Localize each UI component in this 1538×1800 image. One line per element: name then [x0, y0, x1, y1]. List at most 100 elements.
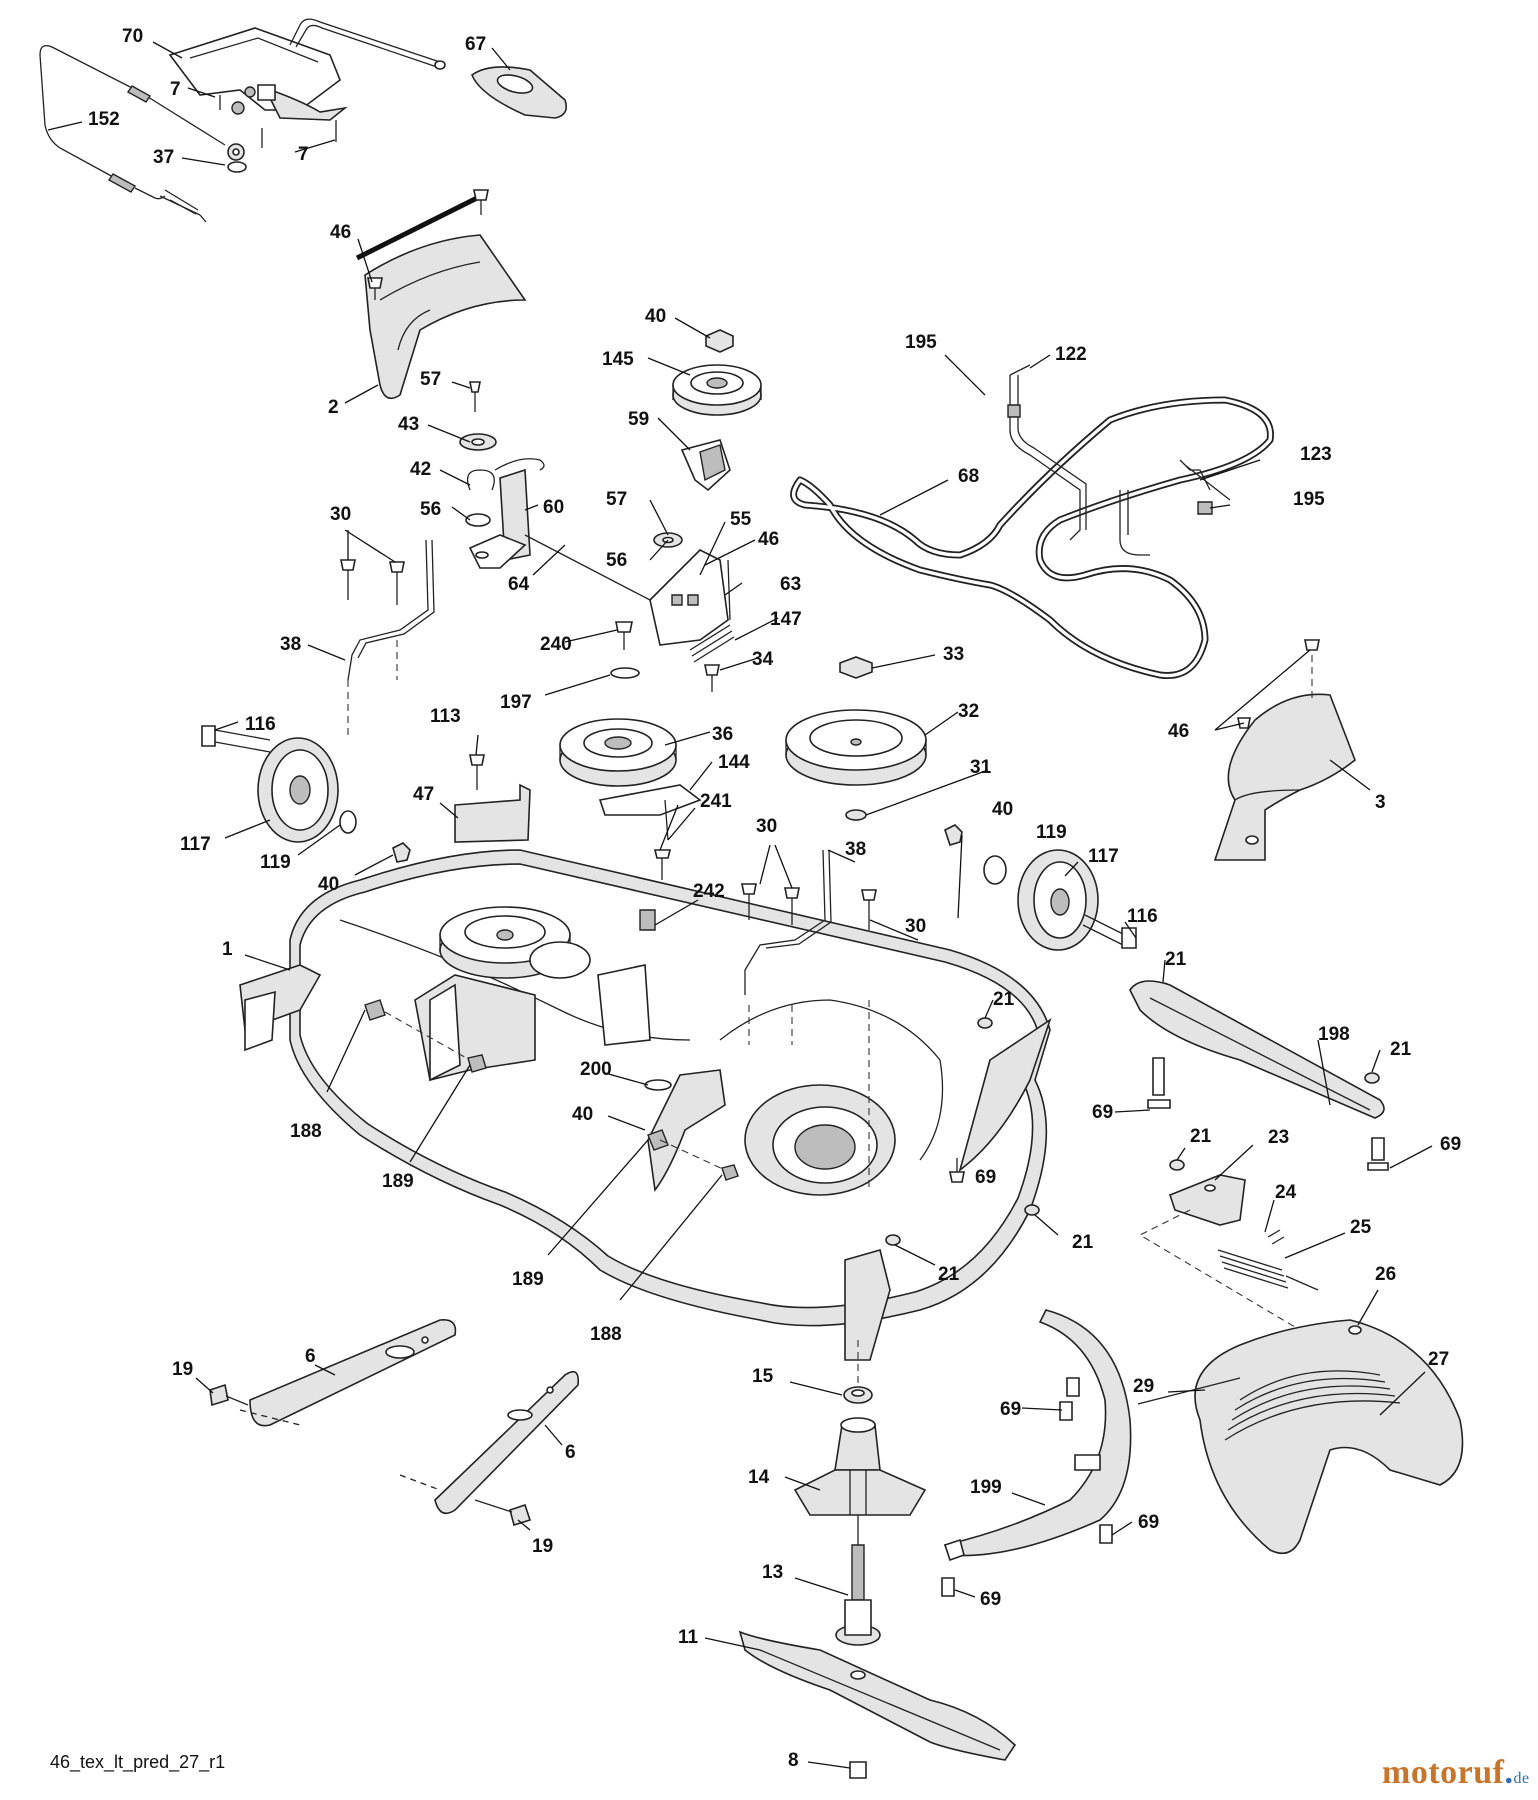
callout-37: 37	[153, 147, 174, 168]
callout-59: 59	[628, 409, 649, 430]
callout-43: 43	[398, 414, 419, 435]
callout-13: 13	[762, 1562, 783, 1583]
callout-64: 64	[508, 574, 530, 595]
callout-195: 195	[905, 332, 937, 353]
belt-keepers-122-123	[1007, 364, 1231, 556]
callout-7: 7	[170, 79, 181, 100]
callout-56b: 56	[606, 550, 627, 571]
callout-labels: 70 67 7 152 37 7 46 2 57 43 42 56 60 64 …	[88, 26, 1461, 1771]
callout-21c: 21	[1390, 1039, 1412, 1060]
callout-69: 69	[975, 1167, 996, 1188]
callout-55: 55	[730, 509, 752, 530]
discharge-hinge-23-25	[1138, 1174, 1319, 1331]
deck-mount-studs	[364, 999, 739, 1181]
callout-152: 152	[88, 109, 120, 130]
handle-grip-67	[471, 66, 568, 119]
callout-144: 144	[718, 752, 750, 773]
callout-40c: 40	[992, 799, 1013, 820]
callout-63: 63	[780, 574, 801, 595]
callout-33: 33	[943, 644, 964, 665]
callout-69c: 69	[1440, 1134, 1461, 1155]
callout-15: 15	[752, 1366, 774, 1387]
callout-198: 198	[1318, 1024, 1350, 1045]
callout-3: 3	[1375, 792, 1386, 813]
callout-68: 68	[958, 466, 979, 487]
callout-31: 31	[970, 757, 992, 778]
drive-belt-68	[790, 396, 1274, 680]
callout-2: 2	[328, 397, 339, 418]
idler-bracket-assembly	[459, 381, 701, 613]
lift-lever-assembly	[168, 18, 446, 121]
callout-21f: 21	[938, 1264, 960, 1285]
callout-46c: 46	[1168, 721, 1189, 742]
callout-70: 70	[122, 26, 143, 47]
callout-113: 113	[430, 706, 461, 727]
anchor-brackets-6	[209, 1318, 580, 1527]
callout-21d: 21	[1190, 1126, 1212, 1147]
callout-60: 60	[543, 497, 564, 518]
deck-bracket-47	[454, 754, 531, 843]
callout-8: 8	[788, 1750, 799, 1771]
callout-195b: 195	[1293, 489, 1325, 510]
callout-147: 147	[770, 609, 802, 630]
deck-center-pulley	[414, 906, 591, 1082]
watermark-brand: motoruf	[1382, 1754, 1505, 1791]
gauge-wheel-left	[201, 725, 411, 863]
belt-cover-right-3	[1213, 639, 1356, 861]
callout-69d: 69	[1000, 1399, 1021, 1420]
callout-69b: 69	[1092, 1102, 1113, 1123]
deck-center-hardware	[597, 909, 726, 1193]
gauge-wheel-right	[944, 824, 1137, 951]
callout-189: 189	[382, 1171, 414, 1192]
callout-42: 42	[410, 459, 431, 480]
callout-30c: 30	[905, 916, 926, 937]
callout-6: 6	[305, 1346, 316, 1367]
callout-123: 123	[1300, 444, 1332, 465]
lift-cable-152	[39, 44, 337, 223]
callout-19: 19	[172, 1359, 193, 1380]
spindle-assembly-13-14-15	[793, 1340, 927, 1646]
callout-1: 1	[222, 939, 233, 960]
callout-56: 56	[420, 499, 441, 520]
callout-40d: 40	[572, 1104, 593, 1125]
callout-57: 57	[420, 369, 441, 390]
callout-26: 26	[1375, 1264, 1396, 1285]
callout-240: 240	[540, 634, 572, 655]
callout-46: 46	[330, 222, 351, 243]
callout-21e: 21	[1072, 1232, 1094, 1253]
belt-guard-left-2	[355, 189, 527, 400]
callout-199: 199	[970, 1477, 1002, 1498]
callout-24: 24	[1275, 1182, 1297, 1203]
callout-117b: 117	[1088, 846, 1119, 867]
drawing-code: 46_tex_lt_pred_27_r1	[50, 1752, 226, 1772]
callout-67: 67	[465, 34, 486, 55]
callout-189b: 189	[512, 1269, 544, 1290]
callout-21: 21	[993, 989, 1015, 1010]
callout-197: 197	[500, 692, 532, 713]
callout-7b: 7	[298, 144, 309, 165]
deflector-199	[941, 1309, 1132, 1597]
leader-lines	[47, 41, 1433, 1769]
callout-14: 14	[748, 1467, 770, 1488]
callout-40: 40	[645, 306, 666, 327]
idler-pulley-145	[672, 329, 762, 492]
discharge-chute-27	[1194, 1319, 1464, 1555]
callout-122: 122	[1055, 344, 1087, 365]
drive-pulley-32	[785, 656, 927, 821]
rear-baffle-198	[1129, 980, 1389, 1171]
callout-46b: 46	[758, 529, 779, 550]
callout-34: 34	[752, 649, 774, 670]
callout-23: 23	[1268, 1127, 1289, 1148]
idler-arm-55-63	[610, 532, 735, 692]
front-hanger-right-30-38	[741, 849, 877, 1190]
callout-69e: 69	[1138, 1512, 1159, 1533]
callout-188: 188	[290, 1121, 322, 1142]
callout-36: 36	[712, 724, 733, 745]
callout-11: 11	[678, 1627, 699, 1648]
callout-27: 27	[1428, 1349, 1449, 1370]
callout-242: 242	[693, 881, 725, 902]
callout-21b: 21	[1165, 949, 1187, 970]
callout-25: 25	[1350, 1217, 1372, 1238]
callout-57b: 57	[606, 489, 627, 510]
callout-38: 38	[280, 634, 301, 655]
